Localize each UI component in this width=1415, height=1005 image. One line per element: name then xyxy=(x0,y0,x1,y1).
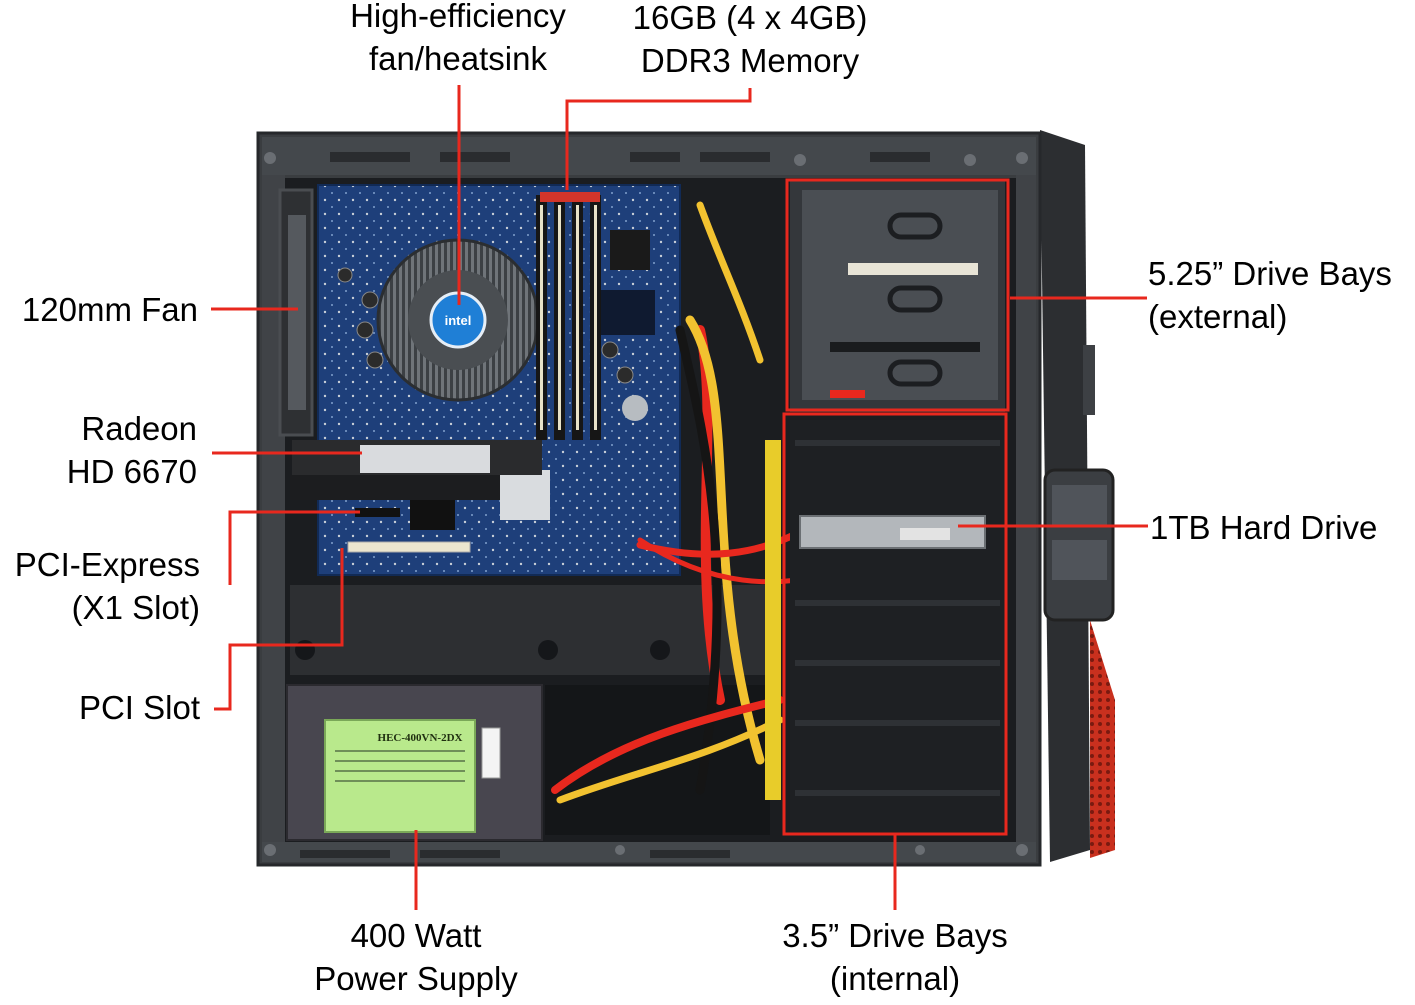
label-internal-bays-line2: (internal) xyxy=(829,960,961,997)
cable-comb xyxy=(765,440,781,800)
label-rear-fan: 120mm Fan xyxy=(0,288,198,331)
label-external-bays-line1: 5.25” Drive Bays xyxy=(1148,255,1392,292)
leader-memory xyxy=(565,88,752,190)
label-psu: 400 Watt Power Supply xyxy=(286,914,546,1000)
psu-model-text: HEC-400VN-2DX xyxy=(378,732,463,744)
label-pcie: PCI-Express (X1 Slot) xyxy=(0,543,200,629)
graphics-card xyxy=(290,440,542,500)
lower-chassis xyxy=(290,585,770,835)
leader-pci xyxy=(214,548,344,711)
label-memory: 16GB (4 x 4GB) DDR3 Memory xyxy=(600,0,900,82)
label-internal-bays-line1: 3.5” Drive Bays xyxy=(782,917,1008,954)
label-pcie-line2: (X1 Slot) xyxy=(71,589,200,626)
external-drive-bays xyxy=(790,180,1005,412)
power-supply: HEC-400VN-2DX xyxy=(286,684,543,841)
label-rear-fan-line1: 120mm Fan xyxy=(21,291,198,328)
label-hdd-line1: 1TB Hard Drive xyxy=(1150,509,1378,546)
internal-drive-bays xyxy=(790,420,1005,832)
label-psu-line1: 400 Watt xyxy=(350,917,482,954)
label-radeon: Radeon HD 6670 xyxy=(0,407,197,493)
label-hdd: 1TB Hard Drive xyxy=(1150,506,1405,549)
label-external-bays: 5.25” Drive Bays (external) xyxy=(1148,252,1410,338)
memory-modules xyxy=(536,192,601,440)
label-pci: PCI Slot xyxy=(0,686,200,729)
motherboard: intel xyxy=(290,184,681,576)
label-internal-bays: 3.5” Drive Bays (internal) xyxy=(760,914,1030,1000)
label-fan-heatsink-line1: High-efficiency xyxy=(350,0,566,34)
hard-drive xyxy=(799,515,986,549)
pci-slot xyxy=(347,541,471,553)
internal-bays-outline xyxy=(782,412,1008,836)
leader-pcie xyxy=(228,510,360,585)
label-memory-line1: 16GB (4 x 4GB) xyxy=(632,0,868,36)
label-radeon-line1: Radeon xyxy=(81,410,197,447)
rear-fan xyxy=(278,188,314,437)
label-fan-heatsink: High-efficiency fan/heatsink xyxy=(318,0,598,80)
label-pci-line1: PCI Slot xyxy=(78,689,200,726)
label-memory-line2: DDR3 Memory xyxy=(640,42,860,79)
label-external-bays-line2: (external) xyxy=(1148,298,1288,335)
label-psu-line2: Power Supply xyxy=(314,960,518,997)
external-bays-outline xyxy=(785,178,1010,412)
front-bezel xyxy=(1040,130,1115,862)
pcie-x1-slot xyxy=(355,508,400,517)
label-radeon-line2: HD 6670 xyxy=(66,453,197,490)
label-fan-heatsink-line2: fan/heatsink xyxy=(369,40,547,77)
cpu-brand-text: intel xyxy=(445,313,472,328)
label-pcie-line1: PCI-Express xyxy=(14,546,200,583)
leader-lines xyxy=(211,85,1148,910)
